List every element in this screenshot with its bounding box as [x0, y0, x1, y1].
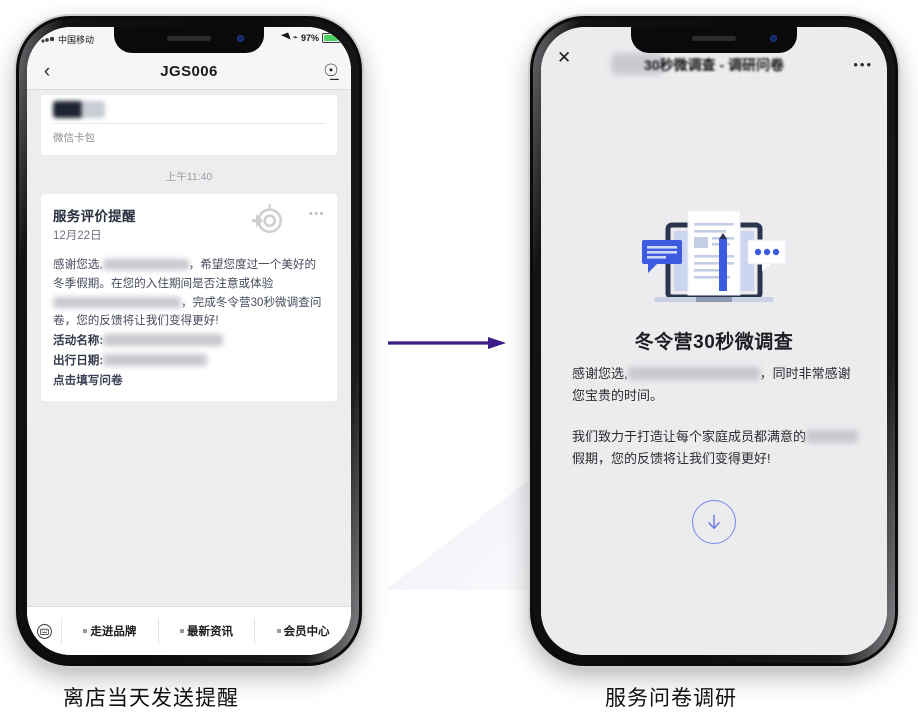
field-activity-label: 活动名称: — [53, 334, 104, 348]
tab-member-label: 会员中心 — [283, 626, 330, 638]
card-date: 12月22日 — [53, 230, 102, 242]
redacted-activity-value — [103, 334, 224, 347]
survey-laptop-illustration — [642, 210, 787, 302]
body-line-2: ，希望您度过一个美好的冬季假期。在您的入住期间是否注意或体验 — [53, 258, 317, 290]
paragraph-1b: ，同时非常感谢您宝贵的时间。 — [572, 366, 851, 404]
caption-left: 离店当天发送提醒 — [63, 687, 239, 710]
card-title: 服务评价提醒 — [53, 209, 136, 224]
message-timestamp: 上午11:40 — [165, 171, 213, 183]
divider — [53, 123, 325, 124]
paragraph-1a: 感谢您选, — [572, 366, 628, 381]
fill-survey-link[interactable]: 点击填写问卷 — [53, 373, 123, 387]
redacted-hotel-name — [102, 259, 189, 270]
card-body-text: 感谢您选,，希望您度过一个美好的冬季假期。在您的入住期间是否注意或体验 ，完成冬令… — [53, 256, 325, 331]
signal-icon — [41, 36, 55, 43]
survey-header: ✕ 30秒微调查 - 调研问卷 ••• — [541, 27, 887, 79]
field-date-label: 出行日期: — [53, 353, 104, 367]
wechat-card-message[interactable]: 微信卡包 — [41, 95, 337, 155]
redacted-hotel-name — [627, 367, 760, 380]
right-phone-screen: ✕ 30秒微调查 - 调研问卷 ••• — [541, 27, 887, 655]
wifi-icon: ◥ — [280, 31, 292, 44]
close-icon[interactable]: ✕ — [557, 48, 572, 67]
back-chevron-icon[interactable]: ‹ — [43, 60, 51, 82]
speaker-grill — [692, 36, 736, 41]
left-phone-screen: 中国移动 ◥ ⌁ 97% ‹ JGS006 ☉̲ — [27, 27, 351, 655]
service-review-card[interactable]: 服务评价提醒 12月22日 ••• 感谢您选,， — [41, 194, 337, 401]
paragraph-2a: 我们致力于打造让每个家庭成员都满意的 — [572, 428, 807, 444]
paragraph-spacer — [572, 408, 861, 426]
redacted-sender — [53, 101, 105, 118]
tab-news-label: 最新资讯 — [187, 626, 233, 638]
card-field-date-row: 出行日期: — [53, 352, 325, 371]
chat-title: JGS006 — [160, 62, 218, 80]
flow-arrow-icon — [388, 337, 506, 349]
chat-message-area[interactable]: 微信卡包 上午11:40 服务评价提醒 12月22日 — [27, 89, 351, 607]
survey-body-text: 感谢您选,，同时非常感谢您宝贵的时间。 我们致力于打造让每个家庭成员都满意的假期… — [572, 363, 861, 470]
more-dots-icon[interactable]: ••• — [853, 57, 873, 72]
body-line-3: ，完成冬令营30秒微调查问卷，您的反馈将让我们变得更好! — [53, 295, 322, 328]
carrier-info: 中国移动 — [41, 33, 94, 46]
front-camera — [237, 35, 244, 42]
tab-bullet-icon — [83, 629, 88, 633]
left-phone-mockup: 中国移动 ◥ ⌁ 97% ‹ JGS006 ☉̲ — [16, 16, 362, 666]
survey-page-title: 30秒微调查 - 调研问卷 — [643, 57, 784, 73]
front-camera — [770, 35, 777, 42]
tab-bullet-icon — [180, 629, 184, 633]
tab-news[interactable]: 最新资讯 — [157, 618, 255, 644]
speech-bubble-left — [642, 240, 682, 273]
phone-notch — [114, 27, 264, 53]
scroll-down-button[interactable] — [692, 500, 736, 544]
survey-heading: 冬令营30秒微调查 — [634, 332, 794, 353]
arrow-down-circle-icon — [708, 514, 720, 529]
bottom-tab-bar: 走进品牌 最新资讯 会员中心 — [27, 606, 351, 655]
keyboard-icon[interactable] — [27, 623, 61, 640]
more-dots-icon[interactable]: ••• — [308, 208, 325, 220]
speech-bubble-right — [747, 239, 787, 271]
carrier-label: 中国移动 — [58, 35, 95, 45]
survey-paragraph-1: 感谢您选,，同时非常感谢您宝贵的时间。 — [572, 363, 861, 408]
survey-paragraph-2: 我们致力于打造让每个家庭成员都满意的假期，您的反馈将让我们变得更好! — [572, 426, 861, 471]
phone-notch — [631, 27, 797, 53]
tab-bullet-icon — [276, 629, 281, 633]
chat-navigation-bar: ‹ JGS006 ☉̲ — [27, 53, 351, 90]
card-bag-label: 微信卡包 — [53, 132, 95, 144]
survey-page: ✕ 30秒微调查 - 调研问卷 ••• — [541, 27, 887, 655]
battery-percent-label: 97% — [300, 32, 319, 43]
status-indicators: ◥ ⌁ 97% — [280, 31, 343, 44]
tab-brand[interactable]: 走进品牌 — [61, 618, 158, 644]
right-phone-mockup: ✕ 30秒微调查 - 调研问卷 ••• — [530, 16, 898, 666]
tab-member-center[interactable]: 会员中心 — [254, 618, 351, 644]
redacted-date-value — [103, 353, 208, 366]
speaker-grill — [167, 36, 211, 41]
redacted-text-2 — [53, 296, 181, 308]
refresh-target-icon — [251, 202, 285, 236]
bluetooth-icon: ⌁ — [292, 32, 298, 42]
wechat-chat-screen: 中国移动 ◥ ⌁ 97% ‹ JGS006 ☉̲ — [27, 27, 351, 655]
redacted-title-part — [611, 53, 663, 75]
redacted-brand — [806, 429, 859, 443]
body-line-1: 感谢您选, — [53, 258, 103, 271]
card-field-activity-row: 活动名称: — [53, 332, 325, 351]
paragraph-2b: 假期，您的反馈将让我们变得更好! — [572, 451, 771, 467]
caption-right: 服务问卷调研 — [605, 687, 737, 710]
person-icon[interactable]: ☉̲ — [323, 61, 339, 80]
battery-icon — [322, 32, 343, 43]
tab-brand-label: 走进品牌 — [90, 626, 137, 638]
